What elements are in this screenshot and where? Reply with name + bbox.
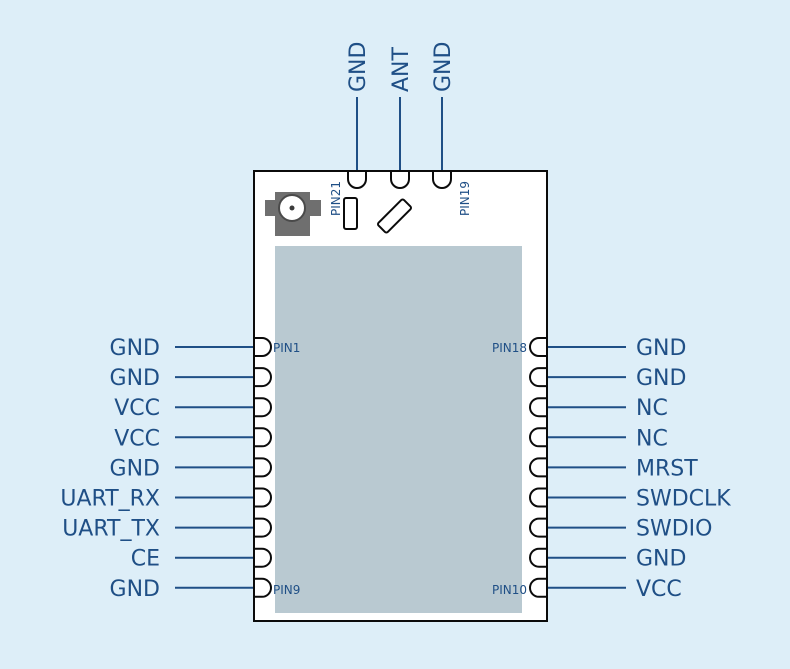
right-pin-pad	[529, 547, 548, 568]
left-pin-pad	[253, 397, 272, 418]
rf-shield	[275, 246, 522, 613]
top-pin-pad	[432, 170, 452, 189]
right-pin-label: SWDCLK	[636, 487, 731, 512]
chip-component	[377, 198, 412, 234]
left-pin-pad	[253, 427, 272, 448]
left-pin-pad	[253, 457, 272, 478]
right-pin-pad	[529, 337, 548, 357]
left-pin-pad	[253, 337, 272, 357]
top-pin-pad	[390, 170, 410, 189]
left-pin-label: GND	[110, 366, 160, 391]
left-pin-label: UART_TX	[62, 517, 160, 542]
right-pin-pad	[529, 457, 548, 478]
antenna-connector-icon	[265, 192, 321, 236]
top-pin-pad	[347, 170, 367, 189]
left-pin-pad	[253, 367, 272, 388]
left-pin-label: VCC	[114, 426, 160, 451]
right-pin-label: NC	[636, 396, 668, 421]
right-pin-pad	[529, 487, 548, 508]
right-pin-label: VCC	[636, 577, 682, 602]
left-pin-label: CE	[131, 547, 160, 572]
right-pin-label: SWDIO	[636, 517, 712, 542]
left-pin-label: VCC	[114, 396, 160, 421]
pin10-label: PIN10	[492, 583, 527, 597]
left-pin-pad	[253, 547, 272, 568]
right-pin-label: GND	[636, 547, 686, 572]
left-pin-label: GND	[110, 456, 160, 481]
top-pin-label: ANT	[389, 46, 414, 92]
right-pin-label: GND	[636, 366, 686, 391]
right-pin-pad	[529, 427, 548, 448]
pin19-label: PIN19	[458, 181, 472, 216]
left-pin-label: GND	[110, 577, 160, 602]
left-pin-pad	[253, 487, 272, 508]
pin1-label: PIN1	[273, 341, 300, 355]
right-pin-pad	[529, 397, 548, 418]
left-pin-label: GND	[110, 336, 160, 361]
pin9-label: PIN9	[273, 583, 300, 597]
left-pin-pad	[253, 577, 272, 598]
right-pin-label: GND	[636, 336, 686, 361]
left-pin-label: UART_RX	[60, 487, 160, 512]
pin18-label: PIN18	[492, 341, 527, 355]
right-pin-label: MRST	[636, 456, 698, 481]
left-pin-pad	[253, 517, 272, 538]
right-pin-label: NC	[636, 426, 668, 451]
right-pin-pad	[529, 367, 548, 388]
right-pin-pad	[529, 577, 548, 598]
pin21-label: PIN21	[329, 181, 343, 216]
crystal-component	[343, 197, 358, 230]
top-pin-label: GND	[346, 42, 371, 92]
top-pin-label: GND	[431, 42, 456, 92]
right-pin-pad	[529, 517, 548, 538]
